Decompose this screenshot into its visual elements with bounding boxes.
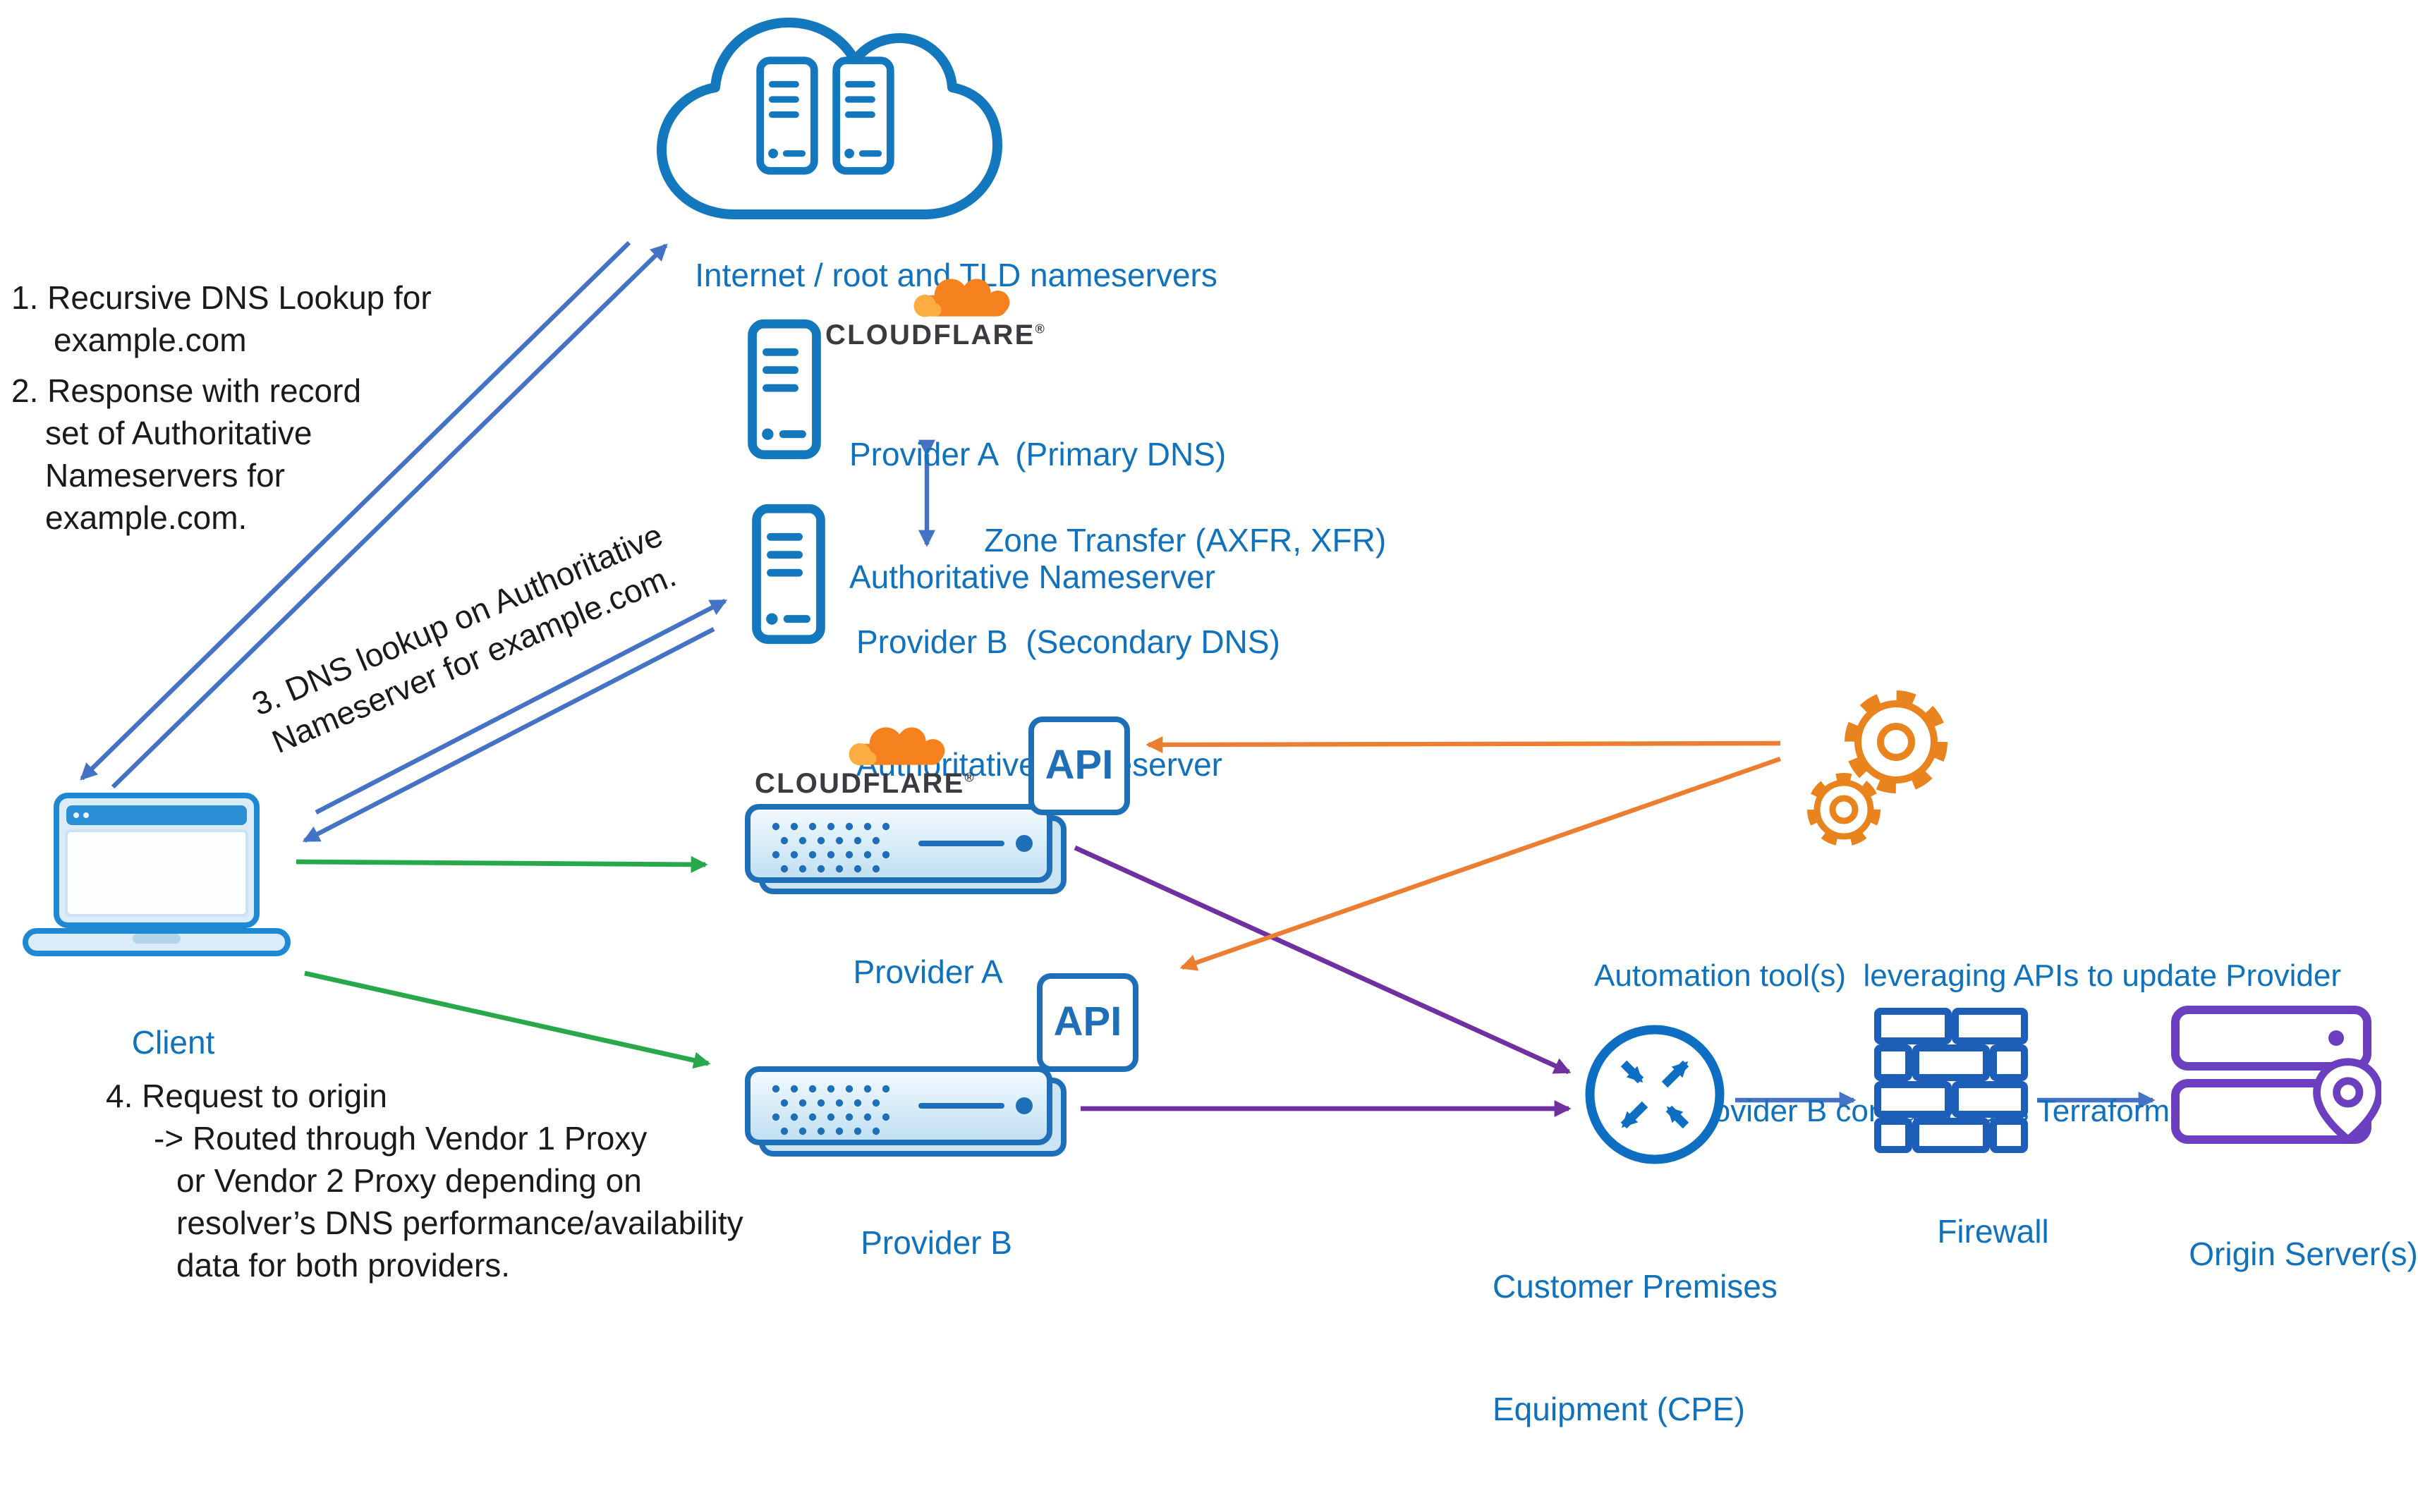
arrow-automation-api-b [1179,756,1782,971]
firewall-icon [1874,1008,2028,1153]
gear-small [1807,773,1881,846]
client-laptop-icon [23,793,291,956]
arrow-auth-lookup [315,599,728,815]
provider-a-nameserver-icon [745,319,824,460]
provider-a-proxy-label: Provider A [853,953,1003,990]
arrow-recursive-lookup [111,243,668,789]
cloudflare-logo-proxy: CLOUDFLARE® [755,725,974,801]
api-b-badge: API [1037,973,1138,1072]
connector-layer [80,240,2156,1117]
client-label: Client [131,1024,215,1061]
firewall-label: Firewall [1937,1213,2049,1250]
arrow-client-provider-b [304,970,711,1069]
arrow-provider-a-cpe [1074,845,1572,1075]
provider-a-proxy-icon [745,804,1067,894]
arrow-client-provider-a [296,855,708,873]
arrow-auth-response [302,627,715,843]
origin-label: Origin Server(s) [2189,1236,2418,1272]
cloudflare-cloud-icon [834,725,952,767]
provider-a-ns-label: Provider A (Primary DNS) Authoritative N… [849,436,1227,595]
cpe-router-icon [1585,1025,1725,1164]
cloudflare-wordmark: CLOUDFLARE [755,769,965,800]
step1-note: 1. Recursive DNS Lookup for example.com [11,279,432,358]
gear-large [1845,690,1948,793]
api-a-badge: API [1028,717,1130,815]
cpe-label: Customer Premises Equipment (CPE) [1493,1268,1778,1427]
dns-architecture-diagram: Internet / root and TLD nameservers 1. R… [11,18,2418,1427]
location-pin-icon [2313,1058,2381,1144]
internet-cloud-icon [657,18,1002,219]
arrow-automation-api-a [1146,736,1781,753]
registered-mark: ® [964,770,976,785]
cloudflare-cloud-icon [899,276,1017,319]
cloudflare-wordmark: CLOUDFLARE [825,320,1035,351]
gears-icon [1807,690,1948,846]
origin-servers-icon [2171,1006,2381,1144]
zone-transfer-label: Zone Transfer (AXFR, XFR) [984,522,1387,559]
provider-b-nameserver-icon [749,504,828,645]
registered-mark: ® [1035,322,1046,336]
step4-note: 4. Request to origin -> Routed through V… [106,1078,743,1284]
cloudflare-logo-primary: CLOUDFLARE® [825,276,1045,353]
provider-b-proxy-label: Provider B [861,1224,1012,1261]
arrow-recursive-response [80,240,631,781]
provider-b-proxy-icon [745,1066,1067,1157]
step2-note: 2. Response with record set of Authorita… [11,372,362,536]
